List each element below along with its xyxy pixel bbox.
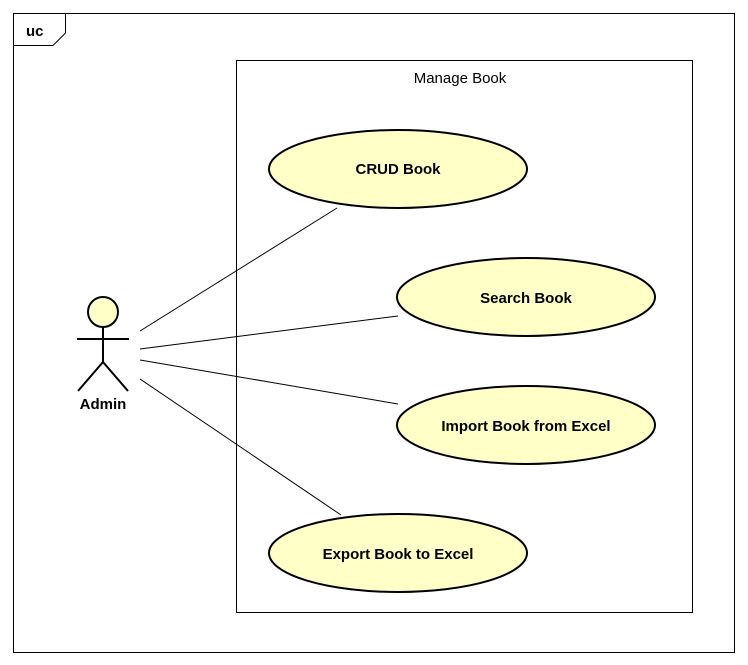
use-case-ellipse (268, 129, 528, 209)
use-case-import-book[interactable]: Import Book from Excel (396, 385, 656, 465)
use-case-label: CRUD Book (356, 161, 442, 178)
use-case-search-book[interactable]: Search Book (396, 257, 656, 337)
use-case-export-book[interactable]: Export Book to Excel (268, 513, 528, 593)
use-case-label: Import Book from Excel (441, 418, 610, 435)
use-case-ellipse (396, 385, 656, 465)
use-case-ellipse (396, 257, 656, 337)
association-export[interactable] (139, 378, 342, 516)
actor-left-leg (77, 361, 104, 392)
frame-tag-label: uc (26, 23, 44, 40)
use-case-crud-book[interactable]: CRUD Book (268, 129, 528, 209)
use-case-label: Search Book (480, 290, 572, 307)
association-crud[interactable] (139, 207, 338, 332)
system-boundary-title: Manage Book (414, 70, 507, 87)
use-case-label: Export Book to Excel (323, 546, 474, 563)
actor-head (87, 296, 119, 328)
association-import[interactable] (139, 359, 399, 405)
actor-admin[interactable]: Admin (77, 296, 129, 413)
frame-tag (13, 13, 66, 46)
diagram-frame (13, 13, 735, 653)
actor-right-leg (102, 361, 129, 392)
actor-label: Admin (80, 396, 127, 413)
use-case-ellipse (268, 513, 528, 593)
association-search[interactable] (139, 315, 399, 350)
